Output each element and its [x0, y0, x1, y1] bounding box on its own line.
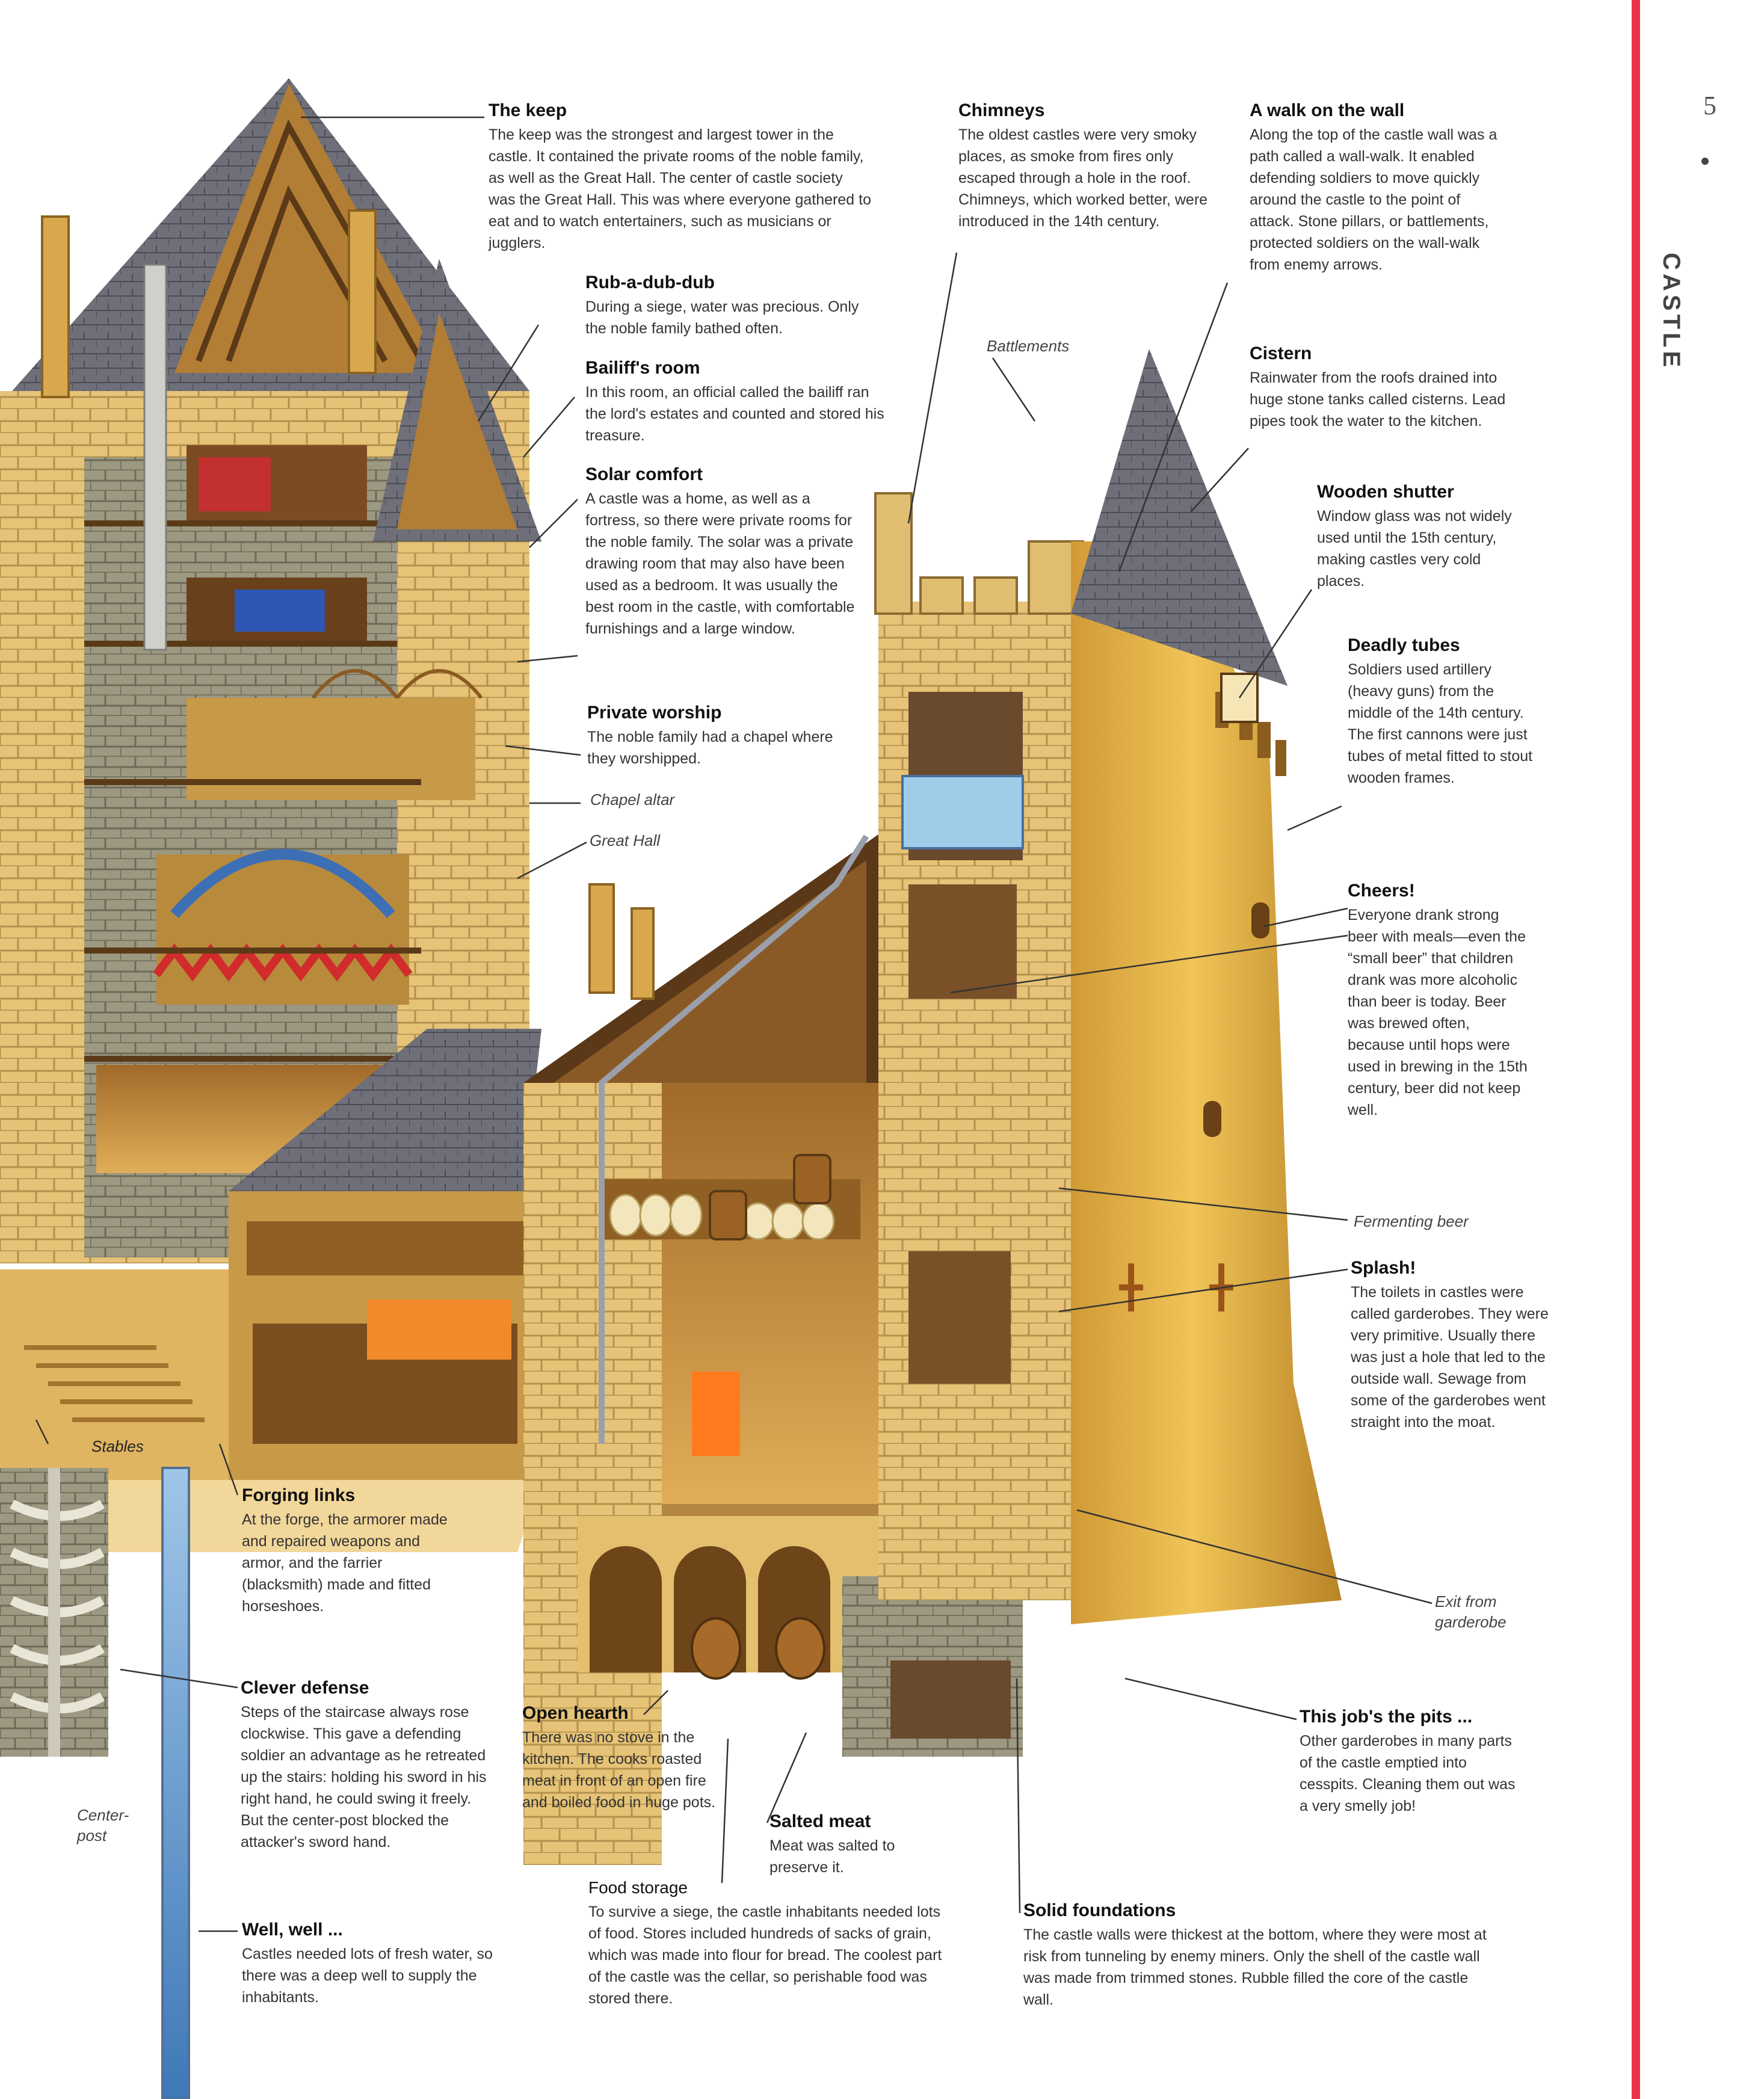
callout-deadly-tubes: Deadly tubes Soldiers used artillery (he…	[1348, 635, 1540, 789]
callout-title: Cistern	[1250, 344, 1312, 363]
callout-title: Solar comfort	[585, 464, 703, 484]
page-number: 5	[1703, 91, 1716, 120]
callout-body: Castles needed lots of fresh water, so t…	[242, 1946, 493, 2006]
callout-body: At the forge, the armorer made and repai…	[242, 1511, 448, 1615]
callout-body: The noble family had a chapel where they…	[587, 729, 833, 767]
callout-body: To survive a siege, the castle inhabitan…	[588, 1903, 942, 2007]
callout-walk-on-the-wall: A walk on the wall Along the top of the …	[1250, 100, 1508, 276]
callout-open-hearth: Open hearth There was no stove in the ki…	[522, 1703, 721, 1813]
callout-body: In this room, an official called the bai…	[585, 384, 884, 444]
callout-body: The castle walls were thickest at the bo…	[1023, 1926, 1487, 2008]
callout-forging-links: Forging links At the forge, the armorer …	[242, 1485, 464, 1617]
callout-body: Steps of the staircase always rose clock…	[241, 1704, 487, 1851]
callout-title: Chimneys	[958, 100, 1045, 120]
callout-title: This job's the pits ...	[1300, 1707, 1473, 1727]
callout-title: Bailiff's room	[585, 358, 700, 378]
callout-body: Rainwater from the roofs drained into hu…	[1250, 369, 1506, 430]
callout-splash: Splash! The toilets in castles were call…	[1351, 1257, 1549, 1433]
callout-title: Food storage	[588, 1878, 688, 1897]
callout-body: Other garderobes in many parts of the ca…	[1300, 1733, 1516, 1814]
caption-stables: Stables	[91, 1437, 144, 1455]
callout-body: There was no stove in the kitchen. The c…	[522, 1729, 716, 1811]
callout-cheers: Cheers! Everyone drank strong beer with …	[1348, 880, 1528, 1121]
callout-title: Salted meat	[769, 1811, 871, 1831]
callout-bailiffs-room: Bailiff's room In this room, an official…	[585, 357, 892, 446]
callout-title: Open hearth	[522, 1703, 629, 1723]
callout-body: Window glass was not widely used until t…	[1317, 508, 1512, 590]
callout-body: Meat was salted to preserve it.	[769, 1837, 895, 1876]
callout-body: Everyone drank strong beer with meals—ev…	[1348, 907, 1528, 1118]
callout-body: Soldiers used artillery (heavy guns) fro…	[1348, 661, 1533, 786]
callout-title: Cheers!	[1348, 881, 1415, 901]
callout-clever-defense: Clever defense Steps of the staircase al…	[241, 1677, 487, 1853]
callout-body: During a siege, water was precious. Only…	[585, 298, 859, 337]
callout-private-worship: Private worship The noble family had a c…	[587, 702, 852, 769]
callout-body: The oldest castles were very smoky place…	[958, 126, 1208, 230]
callout-title: Private worship	[587, 703, 722, 723]
callout-title: Splash!	[1351, 1258, 1416, 1278]
callout-body: Along the top of the castle wall was a p…	[1250, 126, 1497, 273]
running-head: CASTLE	[1658, 253, 1685, 371]
callout-well-well: Well, well ... Castles needed lots of fr…	[242, 1919, 507, 2008]
callout-this-jobs-the-pits: This job's the pits ... Other garderobes…	[1300, 1706, 1516, 1817]
callout-title: Rub-a-dub-dub	[585, 273, 715, 292]
callout-title: Wooden shutter	[1317, 482, 1454, 502]
callout-solar-comfort: Solar comfort A castle was a home, as we…	[585, 464, 868, 640]
callout-title: Clever defense	[241, 1678, 369, 1698]
caption-center-post: Center-post	[77, 1806, 129, 1845]
caption-chapel-altar: Chapel altar	[590, 791, 675, 809]
callout-cistern: Cistern Rainwater from the roofs drained…	[1250, 343, 1526, 432]
caption-battlements: Battlements	[987, 337, 1070, 355]
page-edge-bar	[1632, 0, 1640, 2099]
callout-title: Deadly tubes	[1348, 635, 1460, 655]
callout-rub-a-dub-dub: Rub-a-dub-dub During a siege, water was …	[585, 272, 868, 339]
callout-body: A castle was a home, as well as a fortre…	[585, 490, 855, 637]
caption-great-hall: Great Hall	[590, 831, 661, 849]
callout-wooden-shutter: Wooden shutter Window glass was not wide…	[1317, 481, 1516, 592]
callout-body: The keep was the strongest and largest t…	[489, 126, 871, 251]
bullet-dot	[1701, 158, 1709, 165]
callout-title: Forging links	[242, 1485, 356, 1505]
caption-exit-from-garderobe: Exit from garderobe	[1435, 1592, 1506, 1631]
callout-salted-meat: Salted meat Meat was salted to preserve …	[769, 1811, 926, 1878]
callout-chimneys: Chimneys The oldest castles were very sm…	[958, 100, 1211, 232]
callout-food-storage: Food storage To survive a siege, the cas…	[588, 1877, 949, 2009]
callout-body: The toilets in castles were called garde…	[1351, 1284, 1549, 1431]
callout-solid-foundations: Solid foundations The castle walls were …	[1023, 1900, 1493, 2011]
callout-title: Well, well ...	[242, 1920, 343, 1940]
caption-fermenting-beer: Fermenting beer	[1354, 1212, 1469, 1230]
callout-title: Solid foundations	[1023, 1900, 1176, 1920]
callout-title: The keep	[489, 100, 567, 120]
callout-title: A walk on the wall	[1250, 100, 1405, 120]
callout-keep: The keep The keep was the strongest and …	[489, 100, 874, 254]
